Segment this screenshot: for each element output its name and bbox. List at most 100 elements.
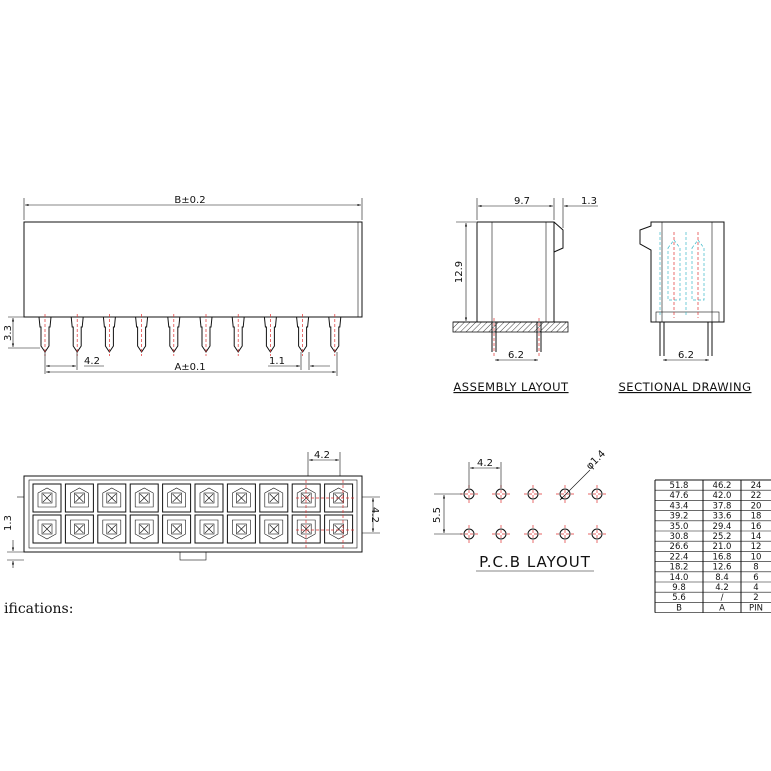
- sectional-caption: SECTIONAL DRAWING: [619, 380, 752, 394]
- table-cell: 29.4: [713, 522, 732, 532]
- table-cell: 25.2: [713, 532, 732, 542]
- front-pin: [231, 314, 245, 356]
- dim-a: A±0.1: [46, 352, 338, 376]
- bottom-cell: [97, 514, 127, 544]
- pcb-title: P.C.B LAYOUT: [479, 553, 591, 571]
- dim-pcb-pitch: 4.2: [468, 458, 502, 488]
- pcb-hole: [556, 485, 574, 503]
- dim-assembly-width: 9.7: [476, 196, 555, 220]
- dim-b-label: B±0.2: [174, 195, 205, 206]
- bottom-cell: [32, 514, 62, 544]
- pcb-hole: [492, 525, 510, 543]
- bottom-cell: [194, 514, 224, 544]
- dim-bottom-pitch-side: 4.2: [369, 498, 380, 532]
- table-cell: 4.2: [715, 583, 729, 593]
- table-cell: 8: [753, 563, 758, 573]
- dimension-table-cells: 51.8 46.2 24 47.6 42.0 22 43.4 37.8 20 39.2 33.6 18…: [670, 481, 763, 613]
- pcb-hole: [588, 525, 606, 543]
- bottom-cell: [32, 483, 62, 513]
- dim-assembly-lip-label: 1.3: [581, 196, 597, 207]
- dim-pcb-row-label: 5.5: [432, 507, 443, 523]
- dim-assembly-pin-label: 6.2: [508, 350, 524, 361]
- table-cell: 39.2: [670, 512, 689, 522]
- dim-pcb-hole-label: φ1.4: [584, 448, 608, 472]
- table-cell: 12.6: [713, 563, 732, 573]
- dim-b: B±0.2: [23, 195, 363, 220]
- table-header: B: [676, 603, 682, 613]
- front-pin: [135, 314, 149, 356]
- assembly-caption: ASSEMBLY LAYOUT: [453, 380, 569, 394]
- pcb-hole: [460, 525, 478, 543]
- table-cell: 51.8: [670, 481, 689, 491]
- assembly-layout: 9.7 1.3 12.9 6.2 ASSEMBLY LAYOUT: [452, 196, 598, 394]
- dim-bottom-offset: 1.3: [3, 515, 24, 568]
- dim-tail-label: 1.1: [269, 356, 285, 367]
- dim-sectional-pin: 6.2: [663, 350, 709, 362]
- pcb-hole: [524, 525, 542, 543]
- table-cell: 43.4: [670, 501, 689, 511]
- dim-assembly-width-label: 9.7: [514, 196, 530, 207]
- bottom-cell: [64, 514, 94, 544]
- bottom-view: 4.2 4.2 1.3: [3, 450, 380, 568]
- table-cell: /: [721, 593, 724, 603]
- table-cell: 46.2: [713, 481, 732, 491]
- bottom-cell: [194, 483, 224, 513]
- table-cell: 47.6: [670, 491, 689, 501]
- bottom-cell: [226, 514, 256, 544]
- front-view-pins: [38, 314, 342, 356]
- dim-pcb-pitch-label: 4.2: [477, 458, 493, 469]
- table-cell: 16: [751, 522, 762, 532]
- bottom-cell: [226, 483, 256, 513]
- table-cell: 21.0: [713, 542, 732, 552]
- bottom-cell: [129, 514, 159, 544]
- bottom-view-cells: [32, 480, 356, 548]
- dimension-table-grid: [654, 479, 771, 613]
- table-cell: 12: [751, 542, 762, 552]
- table-cell: 6: [753, 573, 758, 583]
- dim-pitch-front-label: 4.2: [84, 356, 100, 367]
- table-cell: 5.6: [672, 593, 686, 603]
- table-cell: 2: [753, 593, 758, 603]
- bottom-cell: [259, 514, 289, 544]
- bottom-cell: [291, 514, 321, 544]
- table-cell: 10: [751, 552, 762, 562]
- table-cell: 20: [751, 501, 762, 511]
- sectional-body: [639, 221, 725, 356]
- bottom-cell: [162, 483, 192, 513]
- table-header: A: [719, 603, 725, 613]
- table-cell: 42.0: [713, 491, 732, 501]
- dim-pcb-hole: φ1.4: [559, 448, 608, 501]
- dim-a-label: A±0.1: [174, 362, 205, 373]
- table-cell: 37.8: [713, 501, 732, 511]
- bottom-cell: [129, 483, 159, 513]
- front-view: B±0.2 3.3 4.2 1.1 A±0.1: [3, 195, 363, 376]
- dimension-table: 51.8 46.2 24 47.6 42.0 22 43.4 37.8 20 39.2 33.6 18…: [654, 479, 771, 613]
- front-pin: [296, 314, 310, 356]
- pcb-hole: [556, 525, 574, 543]
- bottom-cell: [162, 514, 192, 544]
- specifications-text: ifications:: [4, 601, 73, 617]
- table-cell: 8.4: [715, 573, 729, 583]
- table-header: PIN: [749, 603, 763, 613]
- dim-assembly-lip: 1.3: [562, 196, 598, 228]
- table-cell: 24: [751, 481, 762, 491]
- dim-pitch-front: 4.2: [44, 352, 104, 374]
- dim-height-left-label: 3.3: [3, 325, 14, 341]
- table-cell: 33.6: [713, 512, 732, 522]
- table-cell: 18.2: [670, 563, 689, 573]
- table-cell: 22.4: [670, 552, 689, 562]
- bottom-cell: [64, 483, 94, 513]
- front-pin: [199, 314, 213, 356]
- bottom-cell: [324, 514, 354, 544]
- front-pin: [263, 314, 277, 356]
- table-cell: 4: [753, 583, 758, 593]
- front-pin: [102, 314, 116, 356]
- dim-assembly-height-label: 12.9: [454, 261, 465, 283]
- dim-bottom-pitch-top-label: 4.2: [314, 450, 330, 461]
- dim-bottom-pitch-top: 4.2: [307, 450, 341, 476]
- dim-bottom-pitch-side-label: 4.2: [369, 507, 380, 523]
- table-cell: 18: [751, 512, 762, 522]
- table-cell: 22: [751, 491, 762, 501]
- table-cell: 35.0: [670, 522, 689, 532]
- dim-assembly-height: 12.9: [454, 221, 476, 321]
